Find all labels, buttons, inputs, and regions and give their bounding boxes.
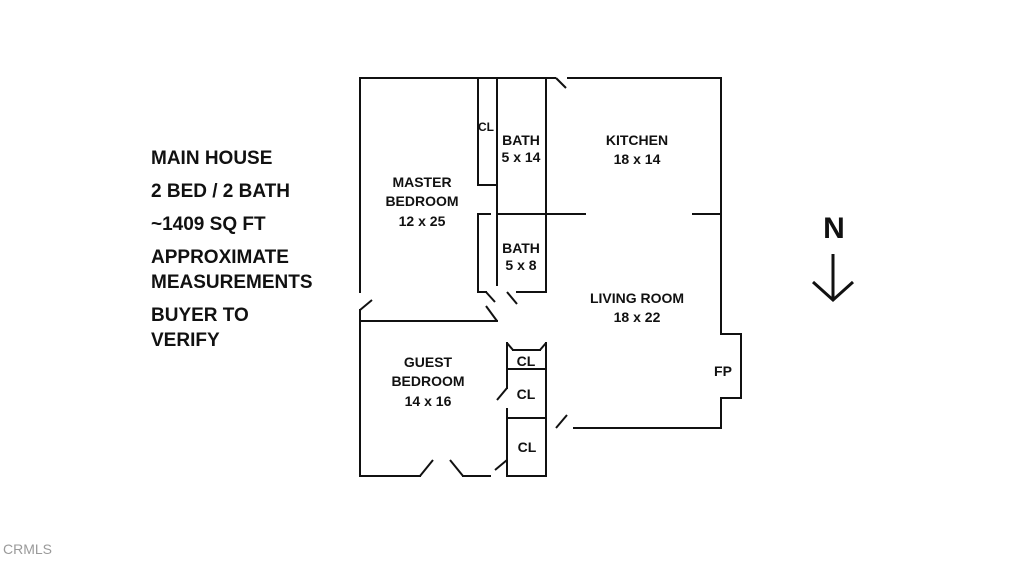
living-name: LIVING ROOM (590, 290, 684, 306)
master-name-2: BEDROOM (385, 193, 458, 209)
info-approx-2: MEASUREMENTS (151, 272, 313, 293)
closet-mid-label: CL (517, 386, 536, 402)
guest-dims: 14 x 16 (405, 393, 452, 409)
bath1-name: BATH (502, 132, 540, 148)
guest-name-1: GUEST (404, 354, 453, 370)
walls (359, 77, 742, 477)
living-dims: 18 x 22 (614, 309, 661, 325)
closet-low-label: CL (518, 439, 537, 455)
info-approx-1: APPROXIMATE (151, 247, 289, 268)
kitchen-dims: 18 x 14 (614, 151, 661, 167)
guest-name-2: BEDROOM (391, 373, 464, 389)
master-dims: 12 x 25 (399, 213, 446, 229)
door-bath2-b (506, 291, 518, 305)
door-closet-b (539, 342, 547, 351)
info-verify-1: BUYER TO (151, 305, 249, 326)
info-sqft: ~1409 SQ FT (151, 214, 266, 235)
bath2-name: BATH (502, 240, 540, 256)
door-master-left (359, 299, 373, 311)
bath2-dims: 5 x 8 (505, 257, 536, 273)
north-label: N (823, 212, 845, 245)
door-master-hall (485, 305, 498, 322)
door-closet-low (494, 459, 508, 471)
info-title: MAIN HOUSE (151, 148, 273, 169)
master-name-1: MASTER (392, 174, 451, 190)
fireplace-outline (720, 333, 742, 399)
watermark: CRMLS (3, 541, 53, 557)
door-swings (359, 77, 568, 477)
arrow-down-icon (811, 280, 855, 303)
room-labels: CL BATH 5 x 14 KITCHEN 18 x 14 MASTER BE… (385, 120, 732, 455)
bath1-dims: 5 x 14 (502, 149, 541, 165)
compass: N (811, 212, 855, 303)
kitchen-name: KITCHEN (606, 132, 668, 148)
info-verify-2: VERIFY (151, 330, 220, 351)
door-living-bottom (555, 414, 568, 429)
door-closet-mid (496, 387, 508, 401)
door-bath2-a (485, 291, 496, 303)
door-guest-bottom-b (449, 459, 464, 477)
closet-master-label: CL (478, 120, 494, 134)
door-closet-a (506, 342, 514, 351)
closet-hall-label: CL (517, 353, 536, 369)
door-guest-bottom-a (419, 459, 434, 477)
closet-master-outline (477, 77, 498, 186)
door-kitchen-top (555, 77, 567, 89)
info-bed-bath: 2 BED / 2 BATH (151, 181, 291, 202)
fireplace-label: FP (714, 363, 732, 379)
property-info: MAIN HOUSE 2 BED / 2 BATH ~1409 SQ FT AP… (151, 146, 313, 353)
